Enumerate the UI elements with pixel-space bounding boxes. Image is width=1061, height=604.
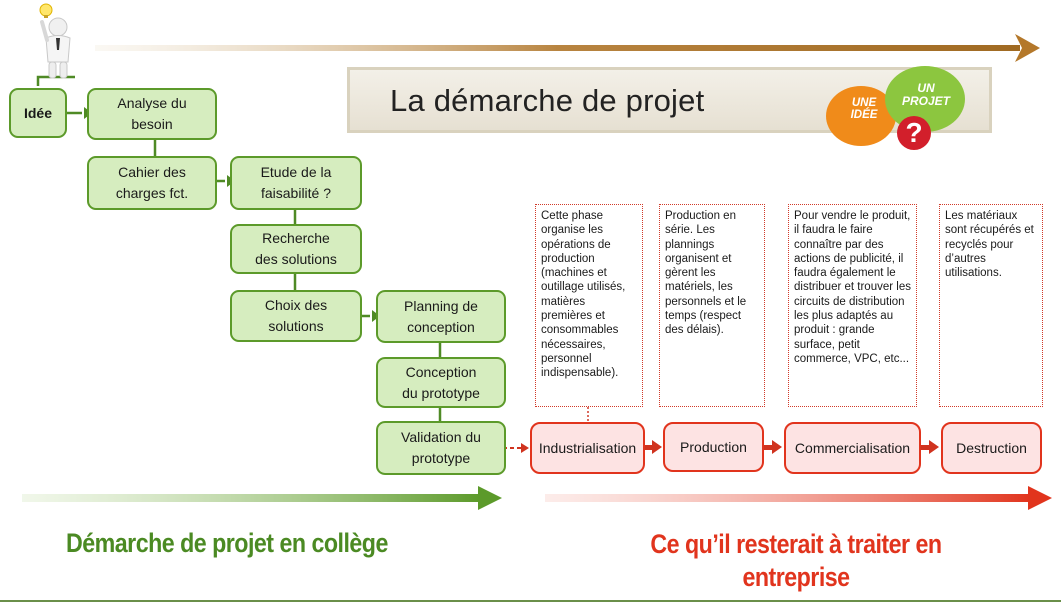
idea-bubble	[826, 86, 896, 146]
step-commercialisation: Commercialisation	[784, 422, 921, 474]
step-idee-label: Idée	[23, 104, 52, 121]
college-caption: Démarche de projet en collège	[66, 528, 388, 558]
step-destruction-label: Destruction	[956, 440, 1027, 456]
step-production-label: Production	[680, 439, 747, 455]
note-commercialisation: Pour vendre le produit, il faudra le fai…	[788, 204, 917, 407]
note-production: Production en série. Les plannings organ…	[659, 204, 765, 407]
project-bubble-text: UN PROJET	[901, 81, 950, 108]
step-validation-prototype-label: Validation du prototype	[401, 429, 481, 466]
step-conception-prototype: Conception du prototype	[376, 357, 506, 408]
step-conception-prototype-label: Conception du prototype	[402, 363, 480, 401]
idea-bubble-text: UNE IDÉE	[850, 97, 878, 121]
step-choix-solutions-label: Choix des solutions	[264, 297, 328, 334]
step-planning-conception: Planning de conception	[376, 290, 506, 343]
step-planning-conception-label: Planning de conception	[404, 297, 478, 335]
step-commercialisation-label: Commercialisation	[794, 440, 911, 456]
step-idee: Idée	[9, 88, 67, 138]
step-analyse-besoin: Analyse du besoin	[87, 88, 217, 140]
step-industrialisation: Industrialisation	[530, 422, 645, 474]
step-choix-solutions: Choix des solutions	[230, 290, 362, 342]
idea-project-logo: UNE IDÉE UN PROJET ?	[823, 64, 973, 158]
step-etude-faisabilite-label: Etude de la faisabilité ?	[260, 164, 332, 201]
step-cahier-charges-label: Cahier des charges fct.	[115, 164, 189, 201]
question-mark-icon: ?	[897, 116, 931, 150]
step-recherche-solutions: Recherche des solutions	[230, 224, 362, 274]
step-production: Production	[663, 422, 764, 472]
green-connectors	[36, 75, 442, 422]
step-cahier-charges: Cahier des charges fct.	[87, 156, 217, 210]
top-timeline-arrow	[95, 34, 1040, 62]
page-title: La démarche de projet	[390, 83, 705, 118]
note-destruction: Les matériaux sont récupérés et recyclés…	[939, 204, 1043, 407]
enterprise-timeline-arrow	[545, 486, 1052, 510]
college-timeline-arrow	[22, 486, 502, 510]
step-etude-faisabilite: Etude de la faisabilité ?	[230, 156, 362, 210]
enterprise-caption: Ce qu’il resterait à traiter en entrepri…	[650, 529, 942, 592]
step-destruction: Destruction	[941, 422, 1042, 474]
step-recherche-solutions-label: Recherche des solutions	[255, 230, 337, 267]
red-connectors	[642, 440, 939, 454]
note-industrialisation: Cette phase organise les opérations de p…	[535, 204, 643, 407]
step-industrialisation-label: Industrialisation	[538, 440, 637, 456]
person-idea-icon	[39, 3, 71, 79]
step-analyse-besoin-label: Analyse du besoin	[117, 95, 187, 132]
step-validation-prototype: Validation du prototype	[376, 421, 506, 475]
